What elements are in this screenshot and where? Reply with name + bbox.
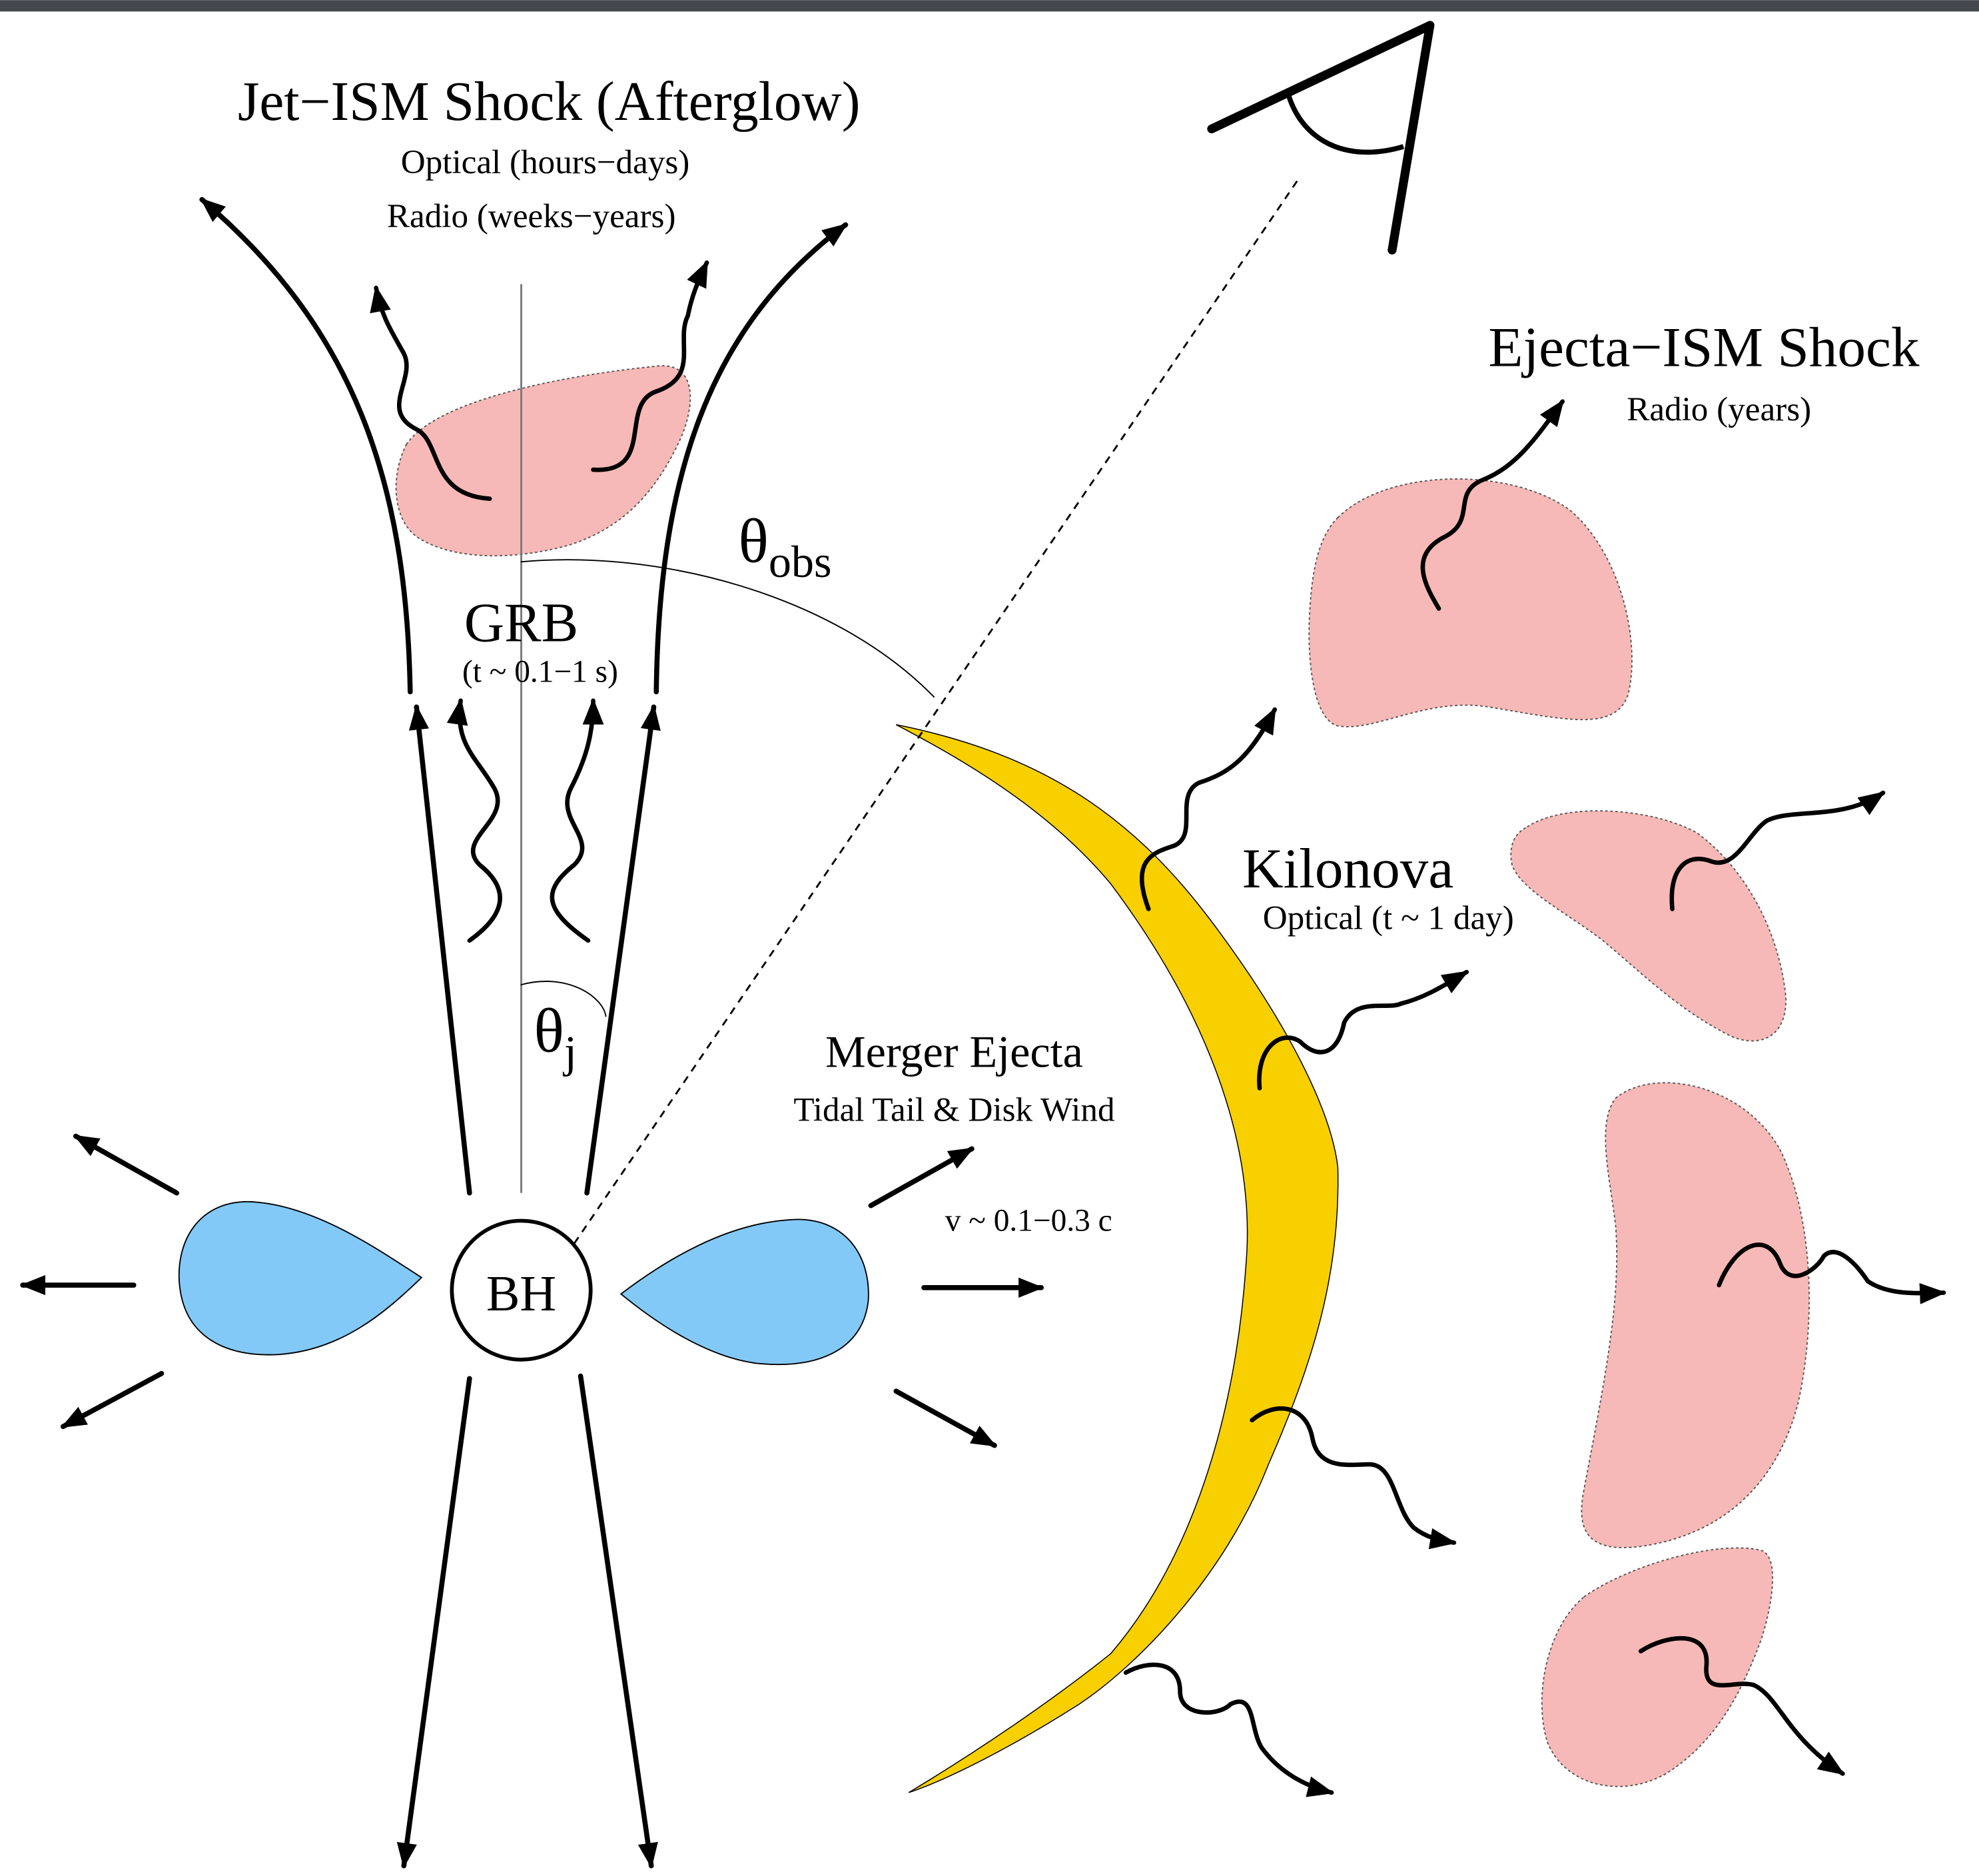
theta-j-label: θj	[534, 997, 576, 1077]
counterjet-arrow-right	[581, 1376, 651, 1865]
wind-arrow-lower-right	[896, 1391, 994, 1445]
theta-obs-label: θobs	[738, 506, 831, 587]
black-hole-label: BH	[486, 1266, 556, 1322]
merger-ejecta-sub: Tidal Tail & Disk Wind	[793, 1091, 1114, 1129]
photon-kilonova-4	[1126, 1665, 1332, 1793]
ejecta-ism-blob-4	[1542, 1548, 1773, 1787]
jet-arrow-outer-right	[656, 225, 845, 692]
afterglow-optical: Optical (hours−days)	[401, 143, 690, 181]
ejecta-ism-blob-1	[1309, 479, 1632, 727]
afterglow-blob	[396, 366, 691, 556]
grb-time: (t ~ 0.1−1 s)	[462, 654, 618, 689]
eye-icon	[1212, 25, 1430, 250]
wind-arrow-lower-left	[63, 1374, 162, 1427]
afterglow-radio: Radio (weeks−years)	[387, 197, 676, 235]
kilonova-optical: Optical (t ~ 1 day)	[1263, 899, 1514, 937]
kilonova-title: Kilonova	[1242, 837, 1453, 900]
ejecta-ism-radio: Radio (years)	[1627, 390, 1811, 428]
disk-wind-lobe-left	[179, 1202, 422, 1355]
afterglow-title: Jet−ISM Shock (Afterglow)	[238, 71, 861, 133]
grb-title: GRB	[464, 593, 578, 654]
velocity-label: v ~ 0.1−0.3 c	[945, 1204, 1112, 1238]
photon-grb-right	[552, 701, 594, 941]
wind-arrow-upper-right	[871, 1149, 972, 1205]
jet-arrow-lower-left	[416, 707, 470, 1192]
jet-arrow-lower-right	[587, 707, 653, 1192]
ejecta-ism-blob-3	[1581, 1083, 1809, 1548]
wind-arrow-upper-left	[76, 1136, 177, 1192]
photon-grb-left	[460, 701, 500, 941]
disk-wind-lobe-right	[621, 1219, 869, 1364]
ejecta-ism-title: Ejecta−ISM Shock	[1488, 316, 1919, 379]
merger-ejecta-title: Merger Ejecta	[825, 1026, 1083, 1077]
counterjet-arrow-left	[404, 1378, 470, 1865]
jet-arrow-outer-left	[202, 200, 410, 692]
window-frame-bar	[0, 0, 1979, 11]
